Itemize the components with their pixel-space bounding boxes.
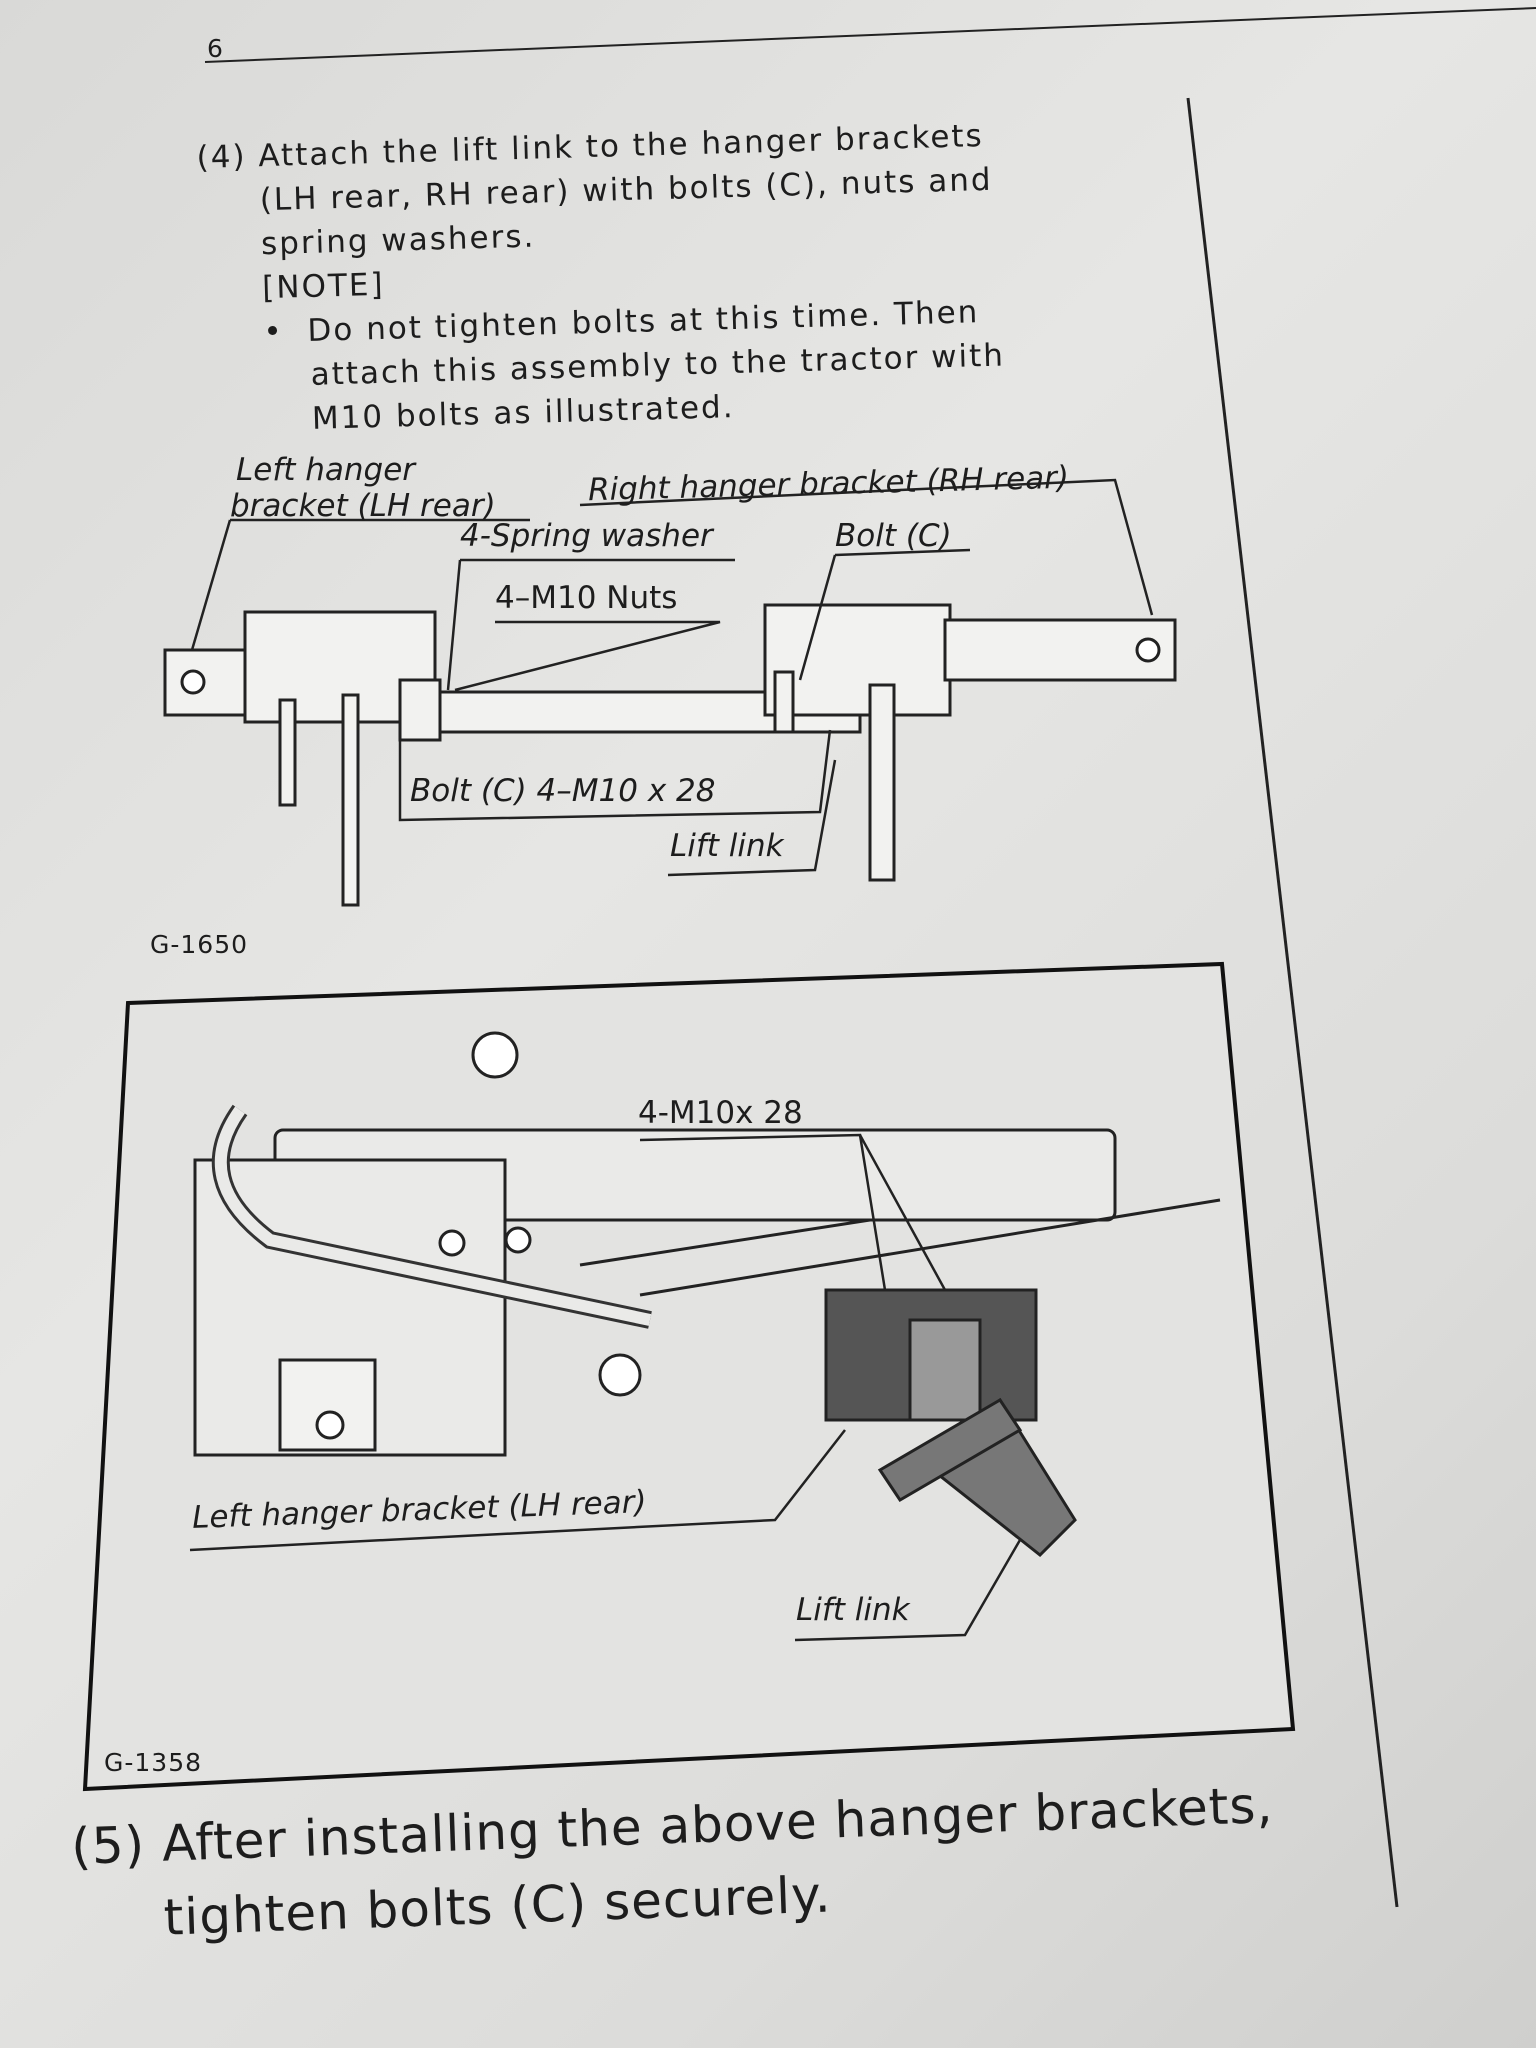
fig1-spring-washer-label: 4-Spring washer — [460, 518, 713, 554]
step-4: (4) Attach the lift link to the hanger b… — [196, 114, 1007, 444]
bullet: • — [263, 313, 285, 351]
note-heading: [NOTE] — [261, 266, 386, 307]
fig2-lift-link-label: Lift link — [796, 1592, 910, 1628]
fig1-nuts-label: 4–M10 Nuts — [495, 580, 678, 616]
step-4-number: (4) — [196, 138, 248, 176]
fig2-bolts-label: 4-M10x 28 — [638, 1095, 803, 1131]
margin-rule — [1186, 97, 1399, 1908]
figure1-leaders — [190, 478, 1154, 877]
step-5-line2: tighten bolts (C) securely. — [162, 1865, 833, 1947]
fig1-bolt-c-bottom-label: Bolt (C) 4–M10 x 28 — [410, 773, 716, 809]
note-line3: M10 bolts as illustrated. — [311, 389, 736, 437]
fig1-lift-link-label: Lift link — [670, 828, 784, 864]
step-5-number: (5) — [70, 1815, 147, 1876]
figure2-leaders — [189, 1133, 1022, 1642]
left-bracket-tab — [163, 648, 257, 717]
fig1-bolt-c-label: Bolt (C) — [835, 518, 952, 554]
figure1-code: G-1650 — [150, 930, 249, 959]
figure2-diagram — [193, 1031, 1221, 1558]
header-rule — [204, 7, 1536, 63]
fig1-left-bracket-label-2: bracket (LH rear) — [230, 488, 496, 524]
page-number: 6 — [207, 34, 224, 63]
figure1-diagram — [163, 603, 1177, 907]
figure2-code: G-1358 — [104, 1748, 203, 1777]
right-bracket-tube — [763, 603, 952, 717]
fig1-left-bracket-label-1: Left hanger — [236, 452, 416, 488]
step-4-line3: spring washers. — [260, 218, 536, 263]
